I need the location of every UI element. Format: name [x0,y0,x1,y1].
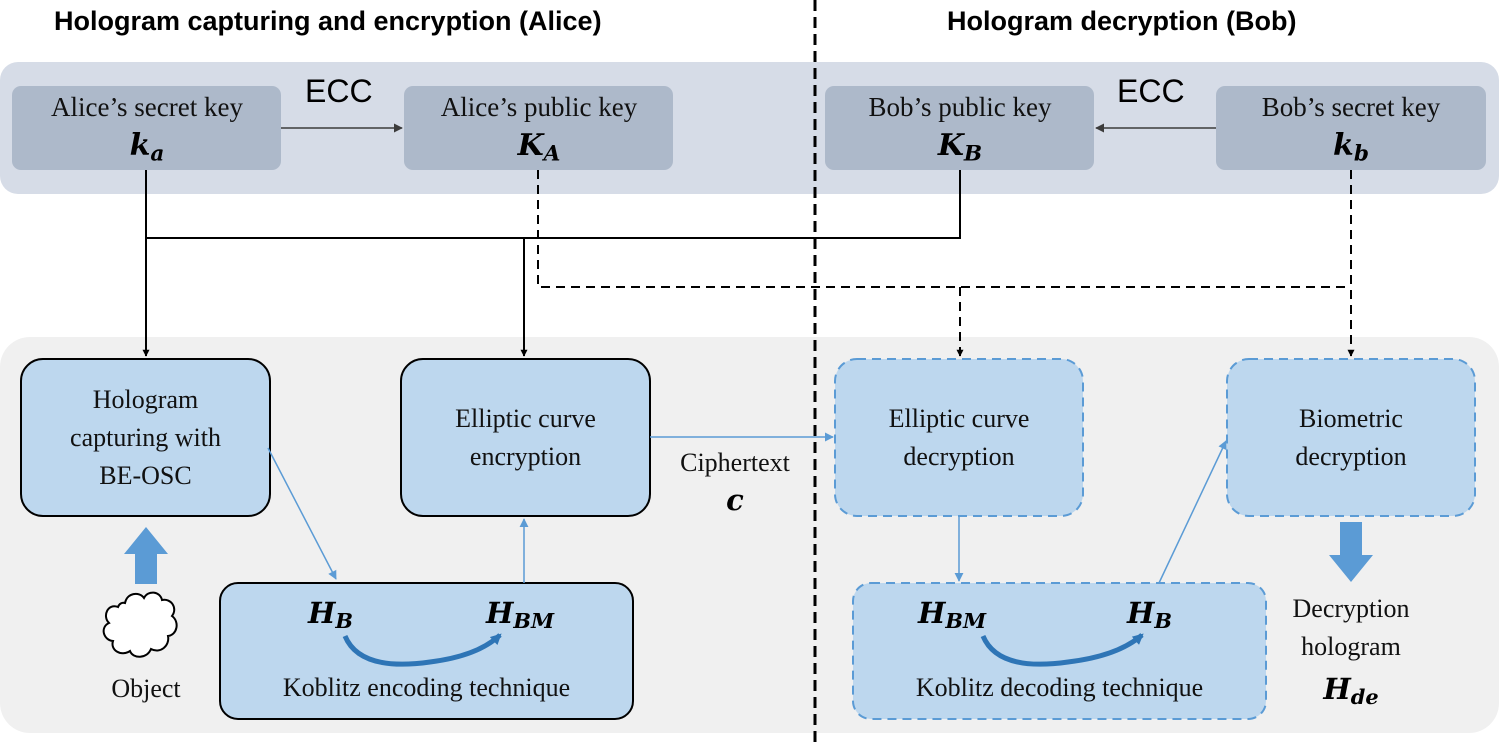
alice-secret-key-box [12,86,281,170]
bob-public-key-box [825,86,1094,170]
capture-box-text: Hologram capturing with BE-OSC [70,385,221,490]
decryption-hologram-label: Decryption hologram [1292,594,1410,661]
koblitz-decoding-to-symbol: HB [1127,596,1173,634]
dashed-key-lines [537,170,1355,357]
ec-encryption-text: Elliptic curve encryption [455,404,596,471]
koblitz-encoding-box [219,582,634,720]
alice-public-key-label: Alice’s public key [440,92,638,122]
flow-arrows [267,432,1227,584]
alice-secret-key-label: Alice’s secret key [51,92,243,122]
koblitz-decoding-box [852,582,1267,720]
bob-public-key-label: Bob’s public key [868,92,1052,122]
biometric-decryption-text: Biometric decryption [1295,404,1407,471]
bob-secret-key-symbol: kb [1333,128,1369,167]
koblitz-decoding-label: Koblitz decoding technique [915,673,1204,702]
biometric-decryption-box [1226,358,1476,517]
object-label: Object [111,674,181,703]
koblitz-decoding-from-symbol: HBM [918,596,987,634]
alice-public-key-box [404,86,673,170]
ecc-label-bob: ECC [1117,73,1185,109]
left-section-title: Hologram capturing and encryption (Alice… [54,6,602,36]
cloud-icon [102,591,178,658]
bob-secret-key-label: Bob’s secret key [1261,92,1441,122]
bob-secret-key-box [1216,86,1486,170]
solid-key-lines [142,170,961,357]
object-up-arrow [124,527,168,584]
bob-public-key-symbol: KB [937,128,983,167]
alice-secret-key-symbol: ka [129,128,165,167]
ecc-label-alice: ECC [305,73,373,109]
key-band [0,62,1499,194]
koblitz-encoding-to-symbol: HBM [486,596,555,634]
alice-public-key-symbol: KA [517,128,561,167]
ciphertext-symbol: c [726,483,744,517]
ciphertext-label: Ciphertext [680,448,790,477]
koblitz-encoding-from-symbol: HB [308,596,354,634]
decryption-hologram-symbol: Hde [1323,672,1379,710]
decryption-down-arrow [1329,522,1373,582]
koblitz-encoding-curve [342,633,502,667]
right-section-title: Hologram decryption (Bob) [947,6,1297,36]
capture-box [20,358,271,517]
koblitz-encoding-label: Koblitz encoding technique [282,673,571,702]
koblitz-decoding-curve [980,633,1144,667]
ec-decryption-text: Elliptic curve decryption [888,404,1030,471]
